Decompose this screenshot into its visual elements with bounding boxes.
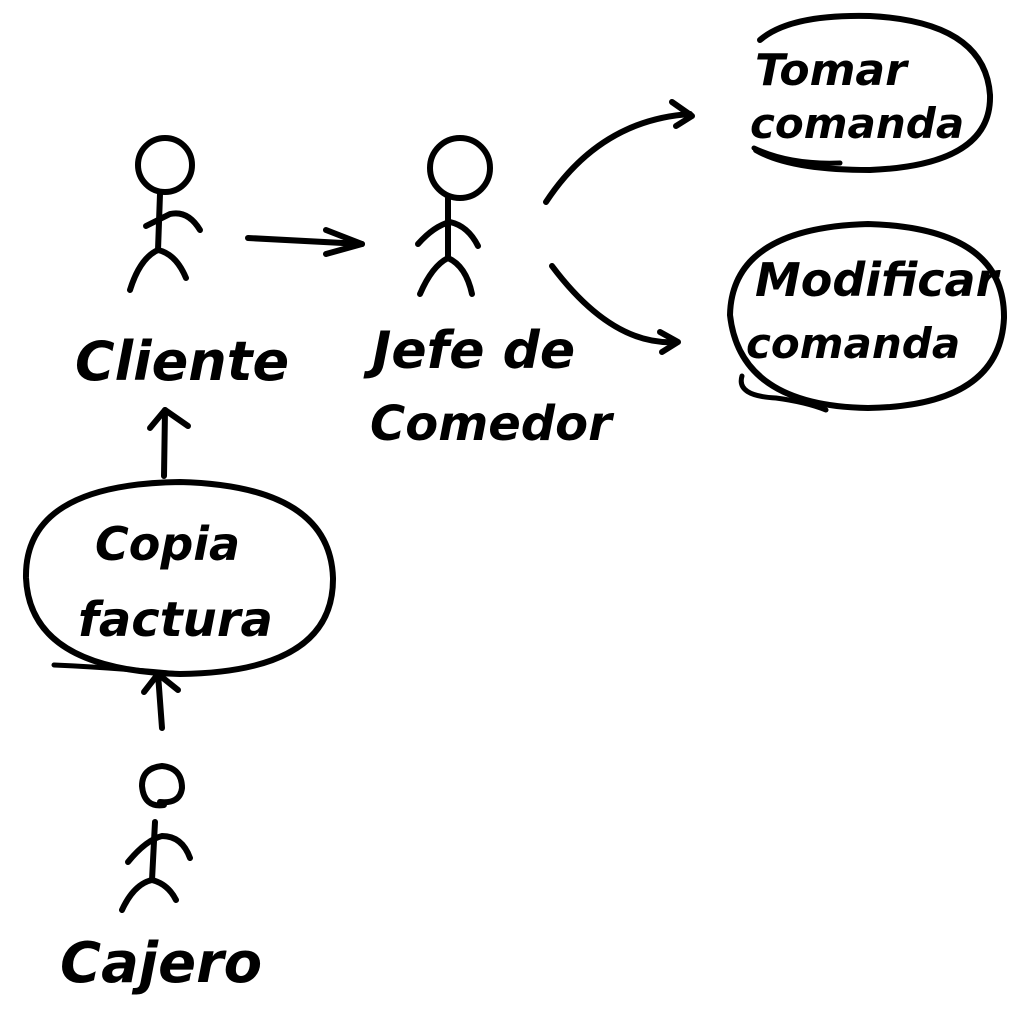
use-case-tomar-comanda xyxy=(751,12,994,173)
actor-jefe-label-line1: Jefe de xyxy=(363,321,575,381)
actor-jefe-figure xyxy=(415,135,493,297)
arrow-copia-to-cliente xyxy=(147,407,191,479)
use-case-copia-factura xyxy=(22,479,337,677)
use-case-copia-line2: factura xyxy=(78,592,273,648)
arrow-cajero-to-copia xyxy=(141,671,181,731)
arrow-jefe-to-tomar-comanda xyxy=(543,99,695,205)
actor-cliente-label: Cliente xyxy=(75,330,289,393)
arrow-cliente-to-jefe xyxy=(245,227,365,257)
actor-cajero-figure xyxy=(119,763,193,913)
use-case-modificar-comanda xyxy=(727,221,1008,413)
use-case-modificar-line2: comanda xyxy=(746,319,960,368)
actor-cajero-label: Cajero xyxy=(60,931,262,996)
arrow-jefe-to-modificar-comanda xyxy=(549,263,681,355)
actor-jefe-label-line2: Comedor xyxy=(370,396,615,452)
use-case-copia-line1: Copia xyxy=(95,517,240,571)
use-case-tomar-line2: comanda xyxy=(750,99,964,148)
use-case-modificar-line1: Modificar xyxy=(755,253,1002,307)
use-case-tomar-line1: Tomar xyxy=(755,45,909,96)
actor-cliente-figure xyxy=(127,135,203,293)
